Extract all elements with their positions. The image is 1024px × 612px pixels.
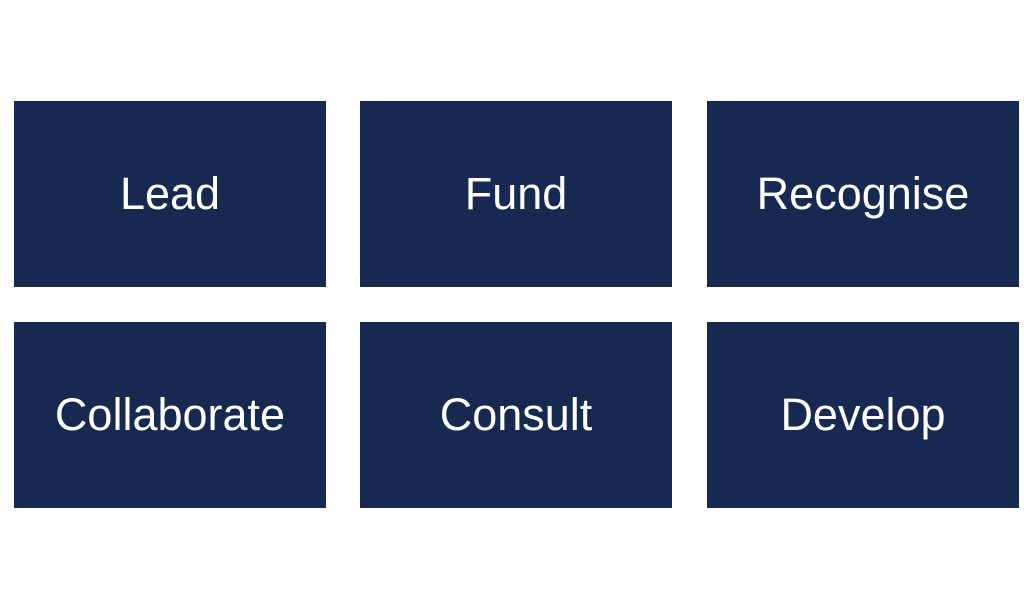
box-consult: Consult [360, 322, 672, 508]
box-label: Consult [439, 389, 593, 440]
box-label: Fund [464, 168, 568, 219]
box-label: Develop [780, 389, 946, 440]
box-label: Lead [119, 168, 221, 219]
box-label: Collaborate [54, 389, 286, 440]
box-collaborate: Collaborate [14, 322, 326, 508]
box-recognise: Recognise [707, 101, 1019, 287]
box-lead: Lead [14, 101, 326, 287]
box-label: Recognise [756, 168, 970, 219]
box-fund: Fund [360, 101, 672, 287]
box-develop: Develop [707, 322, 1019, 508]
